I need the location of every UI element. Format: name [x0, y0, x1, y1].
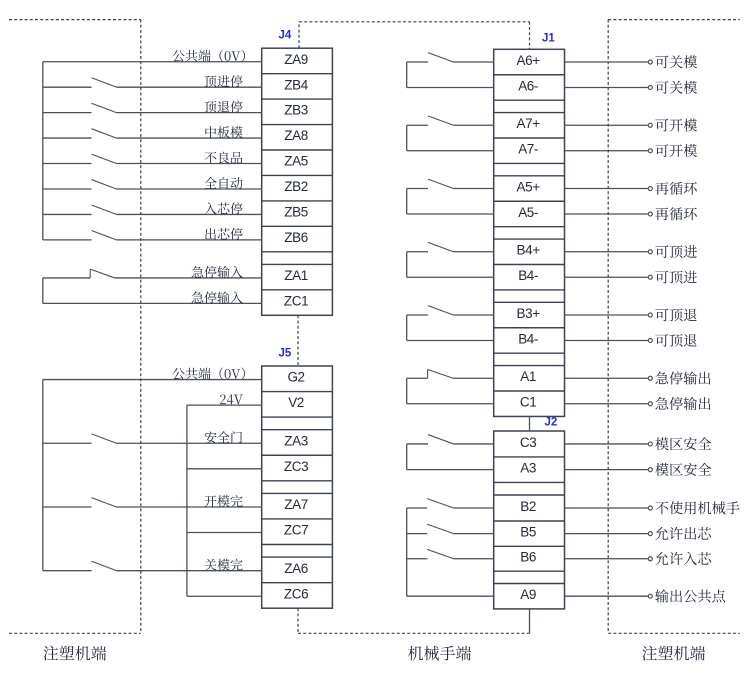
svg-text:ZB4: ZB4 — [284, 77, 308, 92]
svg-text:ZB6: ZB6 — [284, 230, 308, 245]
svg-text:ZA9: ZA9 — [284, 52, 308, 67]
svg-text:ZA8: ZA8 — [284, 128, 308, 143]
svg-text:ZA7: ZA7 — [284, 497, 308, 512]
svg-text:ZC1: ZC1 — [284, 293, 308, 308]
svg-text:ZB3: ZB3 — [284, 103, 308, 118]
svg-text:B4-: B4- — [518, 268, 538, 283]
svg-text:ZC7: ZC7 — [284, 523, 308, 538]
svg-text:A5-: A5- — [518, 205, 538, 220]
svg-text:A3: A3 — [520, 461, 536, 476]
svg-text:J2: J2 — [545, 417, 558, 429]
svg-text:A6+: A6+ — [516, 53, 540, 68]
svg-text:C1: C1 — [520, 395, 536, 410]
svg-text:B3+: B3+ — [516, 306, 540, 321]
svg-text:A5+: A5+ — [516, 179, 540, 194]
svg-text:ZB2: ZB2 — [284, 179, 308, 194]
svg-text:V2: V2 — [288, 395, 304, 410]
svg-text:A9: A9 — [520, 587, 536, 602]
svg-text:ZB5: ZB5 — [284, 205, 308, 220]
svg-text:ZA6: ZA6 — [284, 561, 308, 576]
svg-text:A7-: A7- — [518, 142, 538, 157]
svg-text:J4: J4 — [279, 30, 292, 42]
svg-text:J1: J1 — [542, 33, 555, 45]
svg-text:ZA5: ZA5 — [284, 154, 308, 169]
svg-text:B6: B6 — [520, 550, 536, 565]
svg-text:B5: B5 — [520, 525, 536, 540]
svg-text:B2: B2 — [520, 499, 536, 514]
svg-text:ZA3: ZA3 — [284, 433, 308, 448]
svg-text:A1: A1 — [520, 369, 536, 384]
svg-text:G2: G2 — [287, 370, 304, 385]
svg-text:ZA1: ZA1 — [284, 268, 308, 283]
svg-text:ZC3: ZC3 — [284, 459, 308, 474]
svg-text:ZC6: ZC6 — [284, 586, 308, 601]
svg-text:A6-: A6- — [518, 78, 538, 93]
svg-text:J5: J5 — [279, 348, 292, 360]
svg-text:C3: C3 — [520, 435, 536, 450]
svg-text:A7+: A7+ — [516, 116, 540, 131]
svg-text:B4+: B4+ — [516, 243, 540, 258]
svg-text:B4-: B4- — [518, 331, 538, 346]
